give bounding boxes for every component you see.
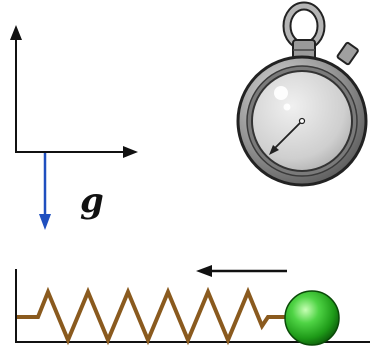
- stopwatch-icon: [236, 1, 368, 187]
- stopwatch-hand: [271, 120, 303, 152]
- motion-arrowhead: [196, 265, 212, 277]
- axes-icon: [10, 25, 138, 158]
- gravity-label: g: [80, 181, 104, 221]
- gravity-arrowhead: [39, 214, 51, 230]
- vertical-axis-arrowhead: [10, 25, 22, 40]
- motion-arrow: [196, 265, 287, 277]
- gravity-arrow: [39, 153, 51, 230]
- spring-icon: [17, 286, 288, 346]
- horizontal-axis-arrowhead: [123, 146, 138, 158]
- ball-icon: [284, 290, 340, 346]
- stopwatch-side-button: [336, 41, 359, 66]
